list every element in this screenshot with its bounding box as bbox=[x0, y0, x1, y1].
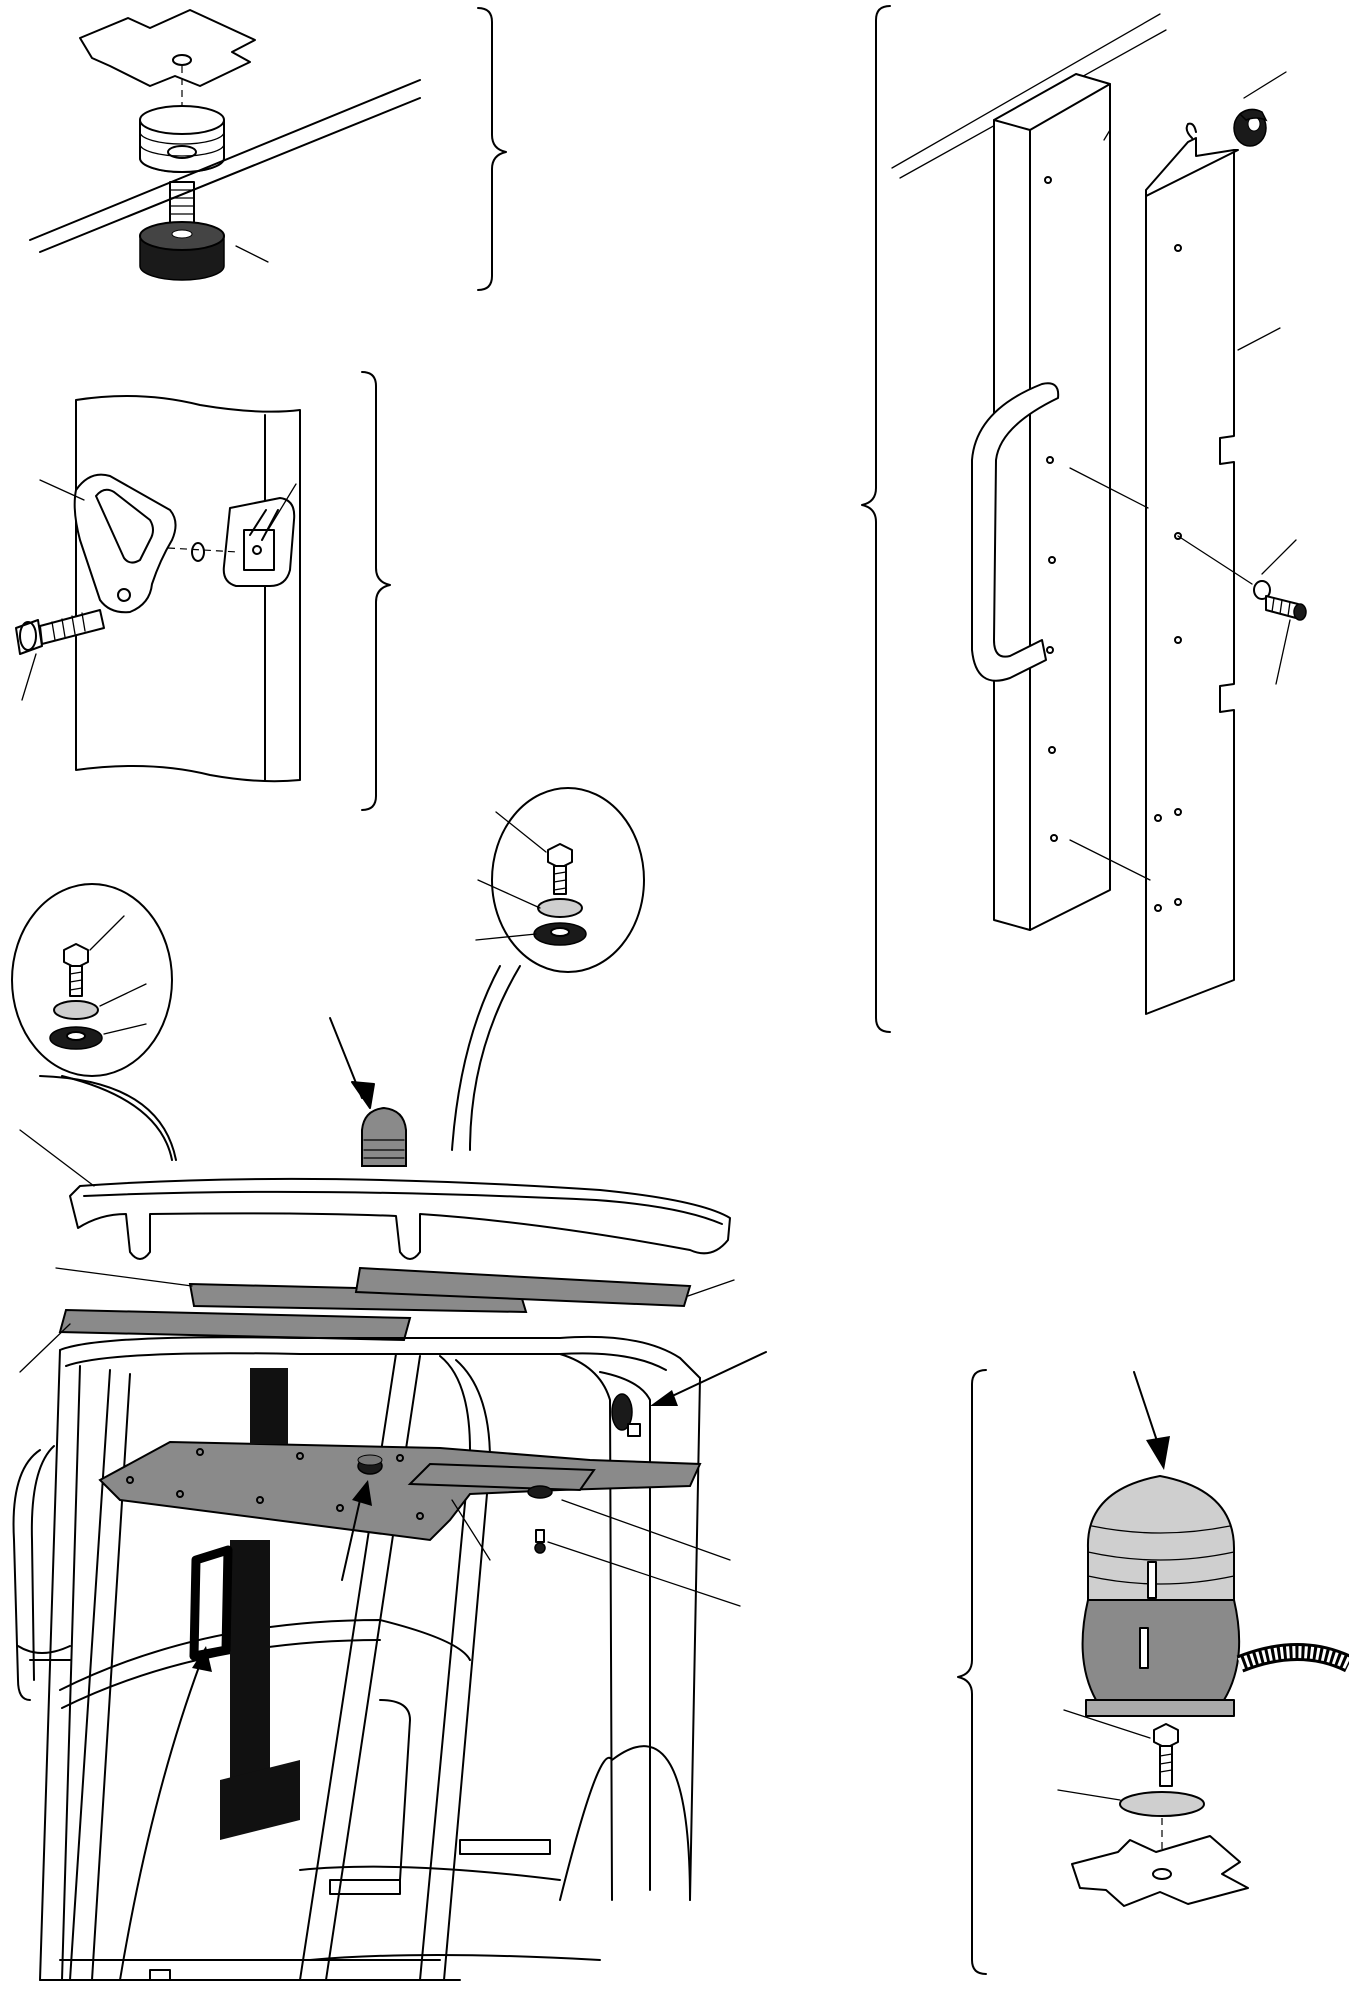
panel-fasteners bbox=[126, 1448, 424, 1520]
cover-panel bbox=[1145, 149, 1235, 1015]
roof-beacon bbox=[329, 1017, 407, 1167]
latch-striker bbox=[222, 497, 296, 587]
threaded-stud bbox=[169, 181, 195, 227]
post-holes bbox=[1044, 176, 1058, 842]
grab-handle-post bbox=[993, 73, 1111, 931]
beacon-bolt bbox=[1153, 1723, 1179, 1787]
cab-frame bbox=[12, 1335, 701, 1981]
beacon-washer bbox=[1119, 1791, 1205, 1817]
panel-screw bbox=[1253, 580, 1307, 621]
window-frame-cutout bbox=[189, 1545, 233, 1661]
headliner-panel bbox=[98, 1440, 702, 1542]
roof-seal-strips bbox=[19, 1266, 735, 1373]
callout-brace-beacon bbox=[957, 1369, 987, 1975]
bolt-inset-left bbox=[11, 883, 173, 1077]
beacon-mount-plate bbox=[1071, 1835, 1249, 1907]
door-post bbox=[75, 395, 301, 783]
roof-mount-detail bbox=[29, 7, 507, 291]
interior-dark-parts bbox=[189, 1368, 641, 1840]
bolt-inset-right bbox=[475, 787, 645, 973]
roof-cover bbox=[69, 1177, 731, 1260]
grab-handle bbox=[971, 382, 1060, 682]
callout-brace-door-catch bbox=[361, 371, 391, 811]
mount-plate bbox=[79, 9, 256, 87]
callout-brace-roof-mount bbox=[477, 7, 507, 291]
rubber-mount bbox=[139, 105, 225, 173]
door-catch-detail bbox=[15, 371, 391, 811]
callout-brace-handle-panel bbox=[861, 5, 891, 1033]
beacon-light-detail bbox=[957, 1369, 1349, 1975]
catch-screw bbox=[15, 609, 105, 655]
cab-exploded-view bbox=[11, 787, 767, 1981]
handle-panel-detail bbox=[861, 5, 1307, 1033]
headliner-fasteners bbox=[527, 1485, 553, 1554]
panel-holes bbox=[1154, 244, 1182, 912]
beacon-lamp bbox=[1081, 1474, 1241, 1717]
mount-foot bbox=[139, 221, 225, 281]
rubber-grommet bbox=[1233, 108, 1268, 147]
